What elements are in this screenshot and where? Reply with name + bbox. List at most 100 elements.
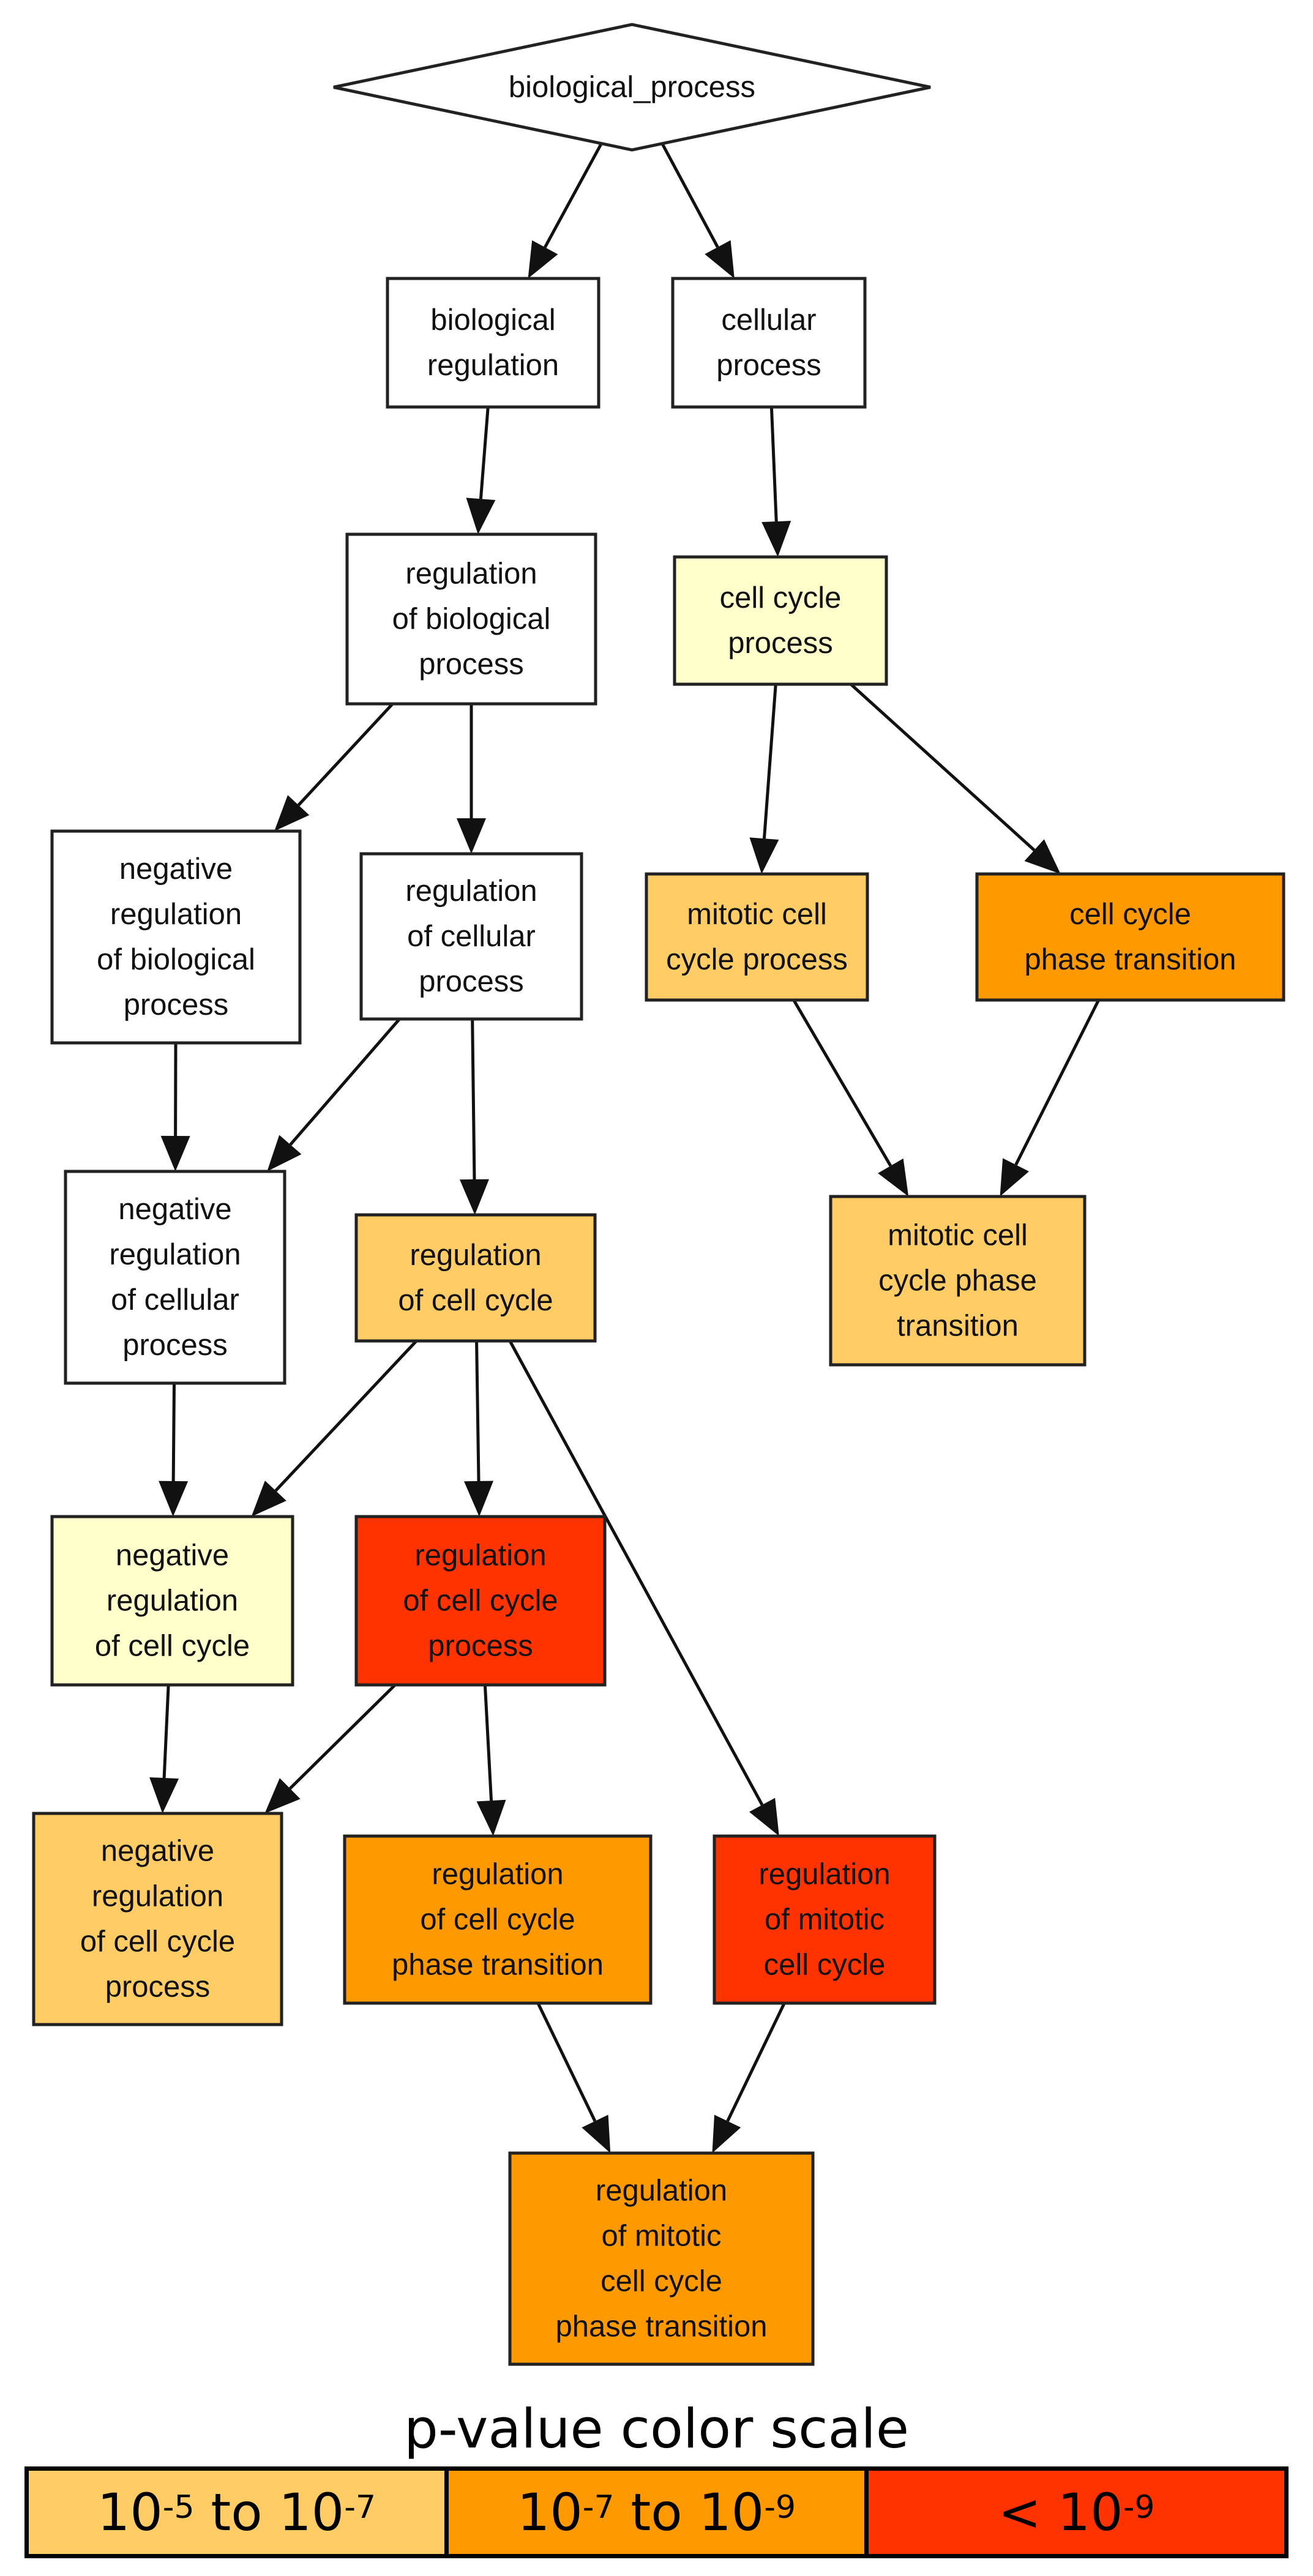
node-label-line: negative — [118, 1193, 231, 1226]
node-label-line: cycle process — [666, 943, 848, 976]
arrowhead — [251, 1480, 286, 1517]
arrowhead — [705, 240, 735, 278]
node-label-line: cell cycle — [720, 581, 842, 614]
legend-title: p-value color scale — [404, 2397, 909, 2460]
edge-line — [1014, 999, 1101, 1166]
arrowhead — [459, 1179, 489, 1215]
node-label-line: cycle phase — [878, 1264, 1037, 1297]
node-regbio: regulation of biological process — [345, 532, 597, 706]
edge-line — [850, 683, 1036, 851]
node-shape — [359, 852, 583, 1021]
arrowhead — [476, 1799, 506, 1836]
node-shape — [673, 555, 888, 686]
node-label-line: of cellular — [407, 920, 536, 953]
node-label-line: of cell cycle — [95, 1630, 250, 1663]
arrowhead — [159, 1480, 189, 1517]
node-label-line: regulation — [405, 875, 537, 908]
node-label-line: cellular — [721, 304, 816, 337]
arrowhead — [761, 521, 791, 557]
node-label-line: phase transition — [1025, 943, 1236, 976]
node-label-line: biological_process — [509, 71, 755, 104]
node-label-line: process — [105, 1971, 211, 2004]
edge-regcc-to-regccproc — [464, 1340, 494, 1517]
edge-root-to-bioreg — [528, 143, 603, 278]
node-label-line: regulation — [758, 1858, 890, 1891]
edges-layer — [149, 143, 1101, 2153]
node-shape — [345, 532, 597, 706]
node-bioreg: biological regulation — [386, 277, 600, 409]
edge-regcell-to-negregcell — [267, 1018, 401, 1171]
edge-line — [660, 143, 719, 248]
legend-base-low: 10 — [517, 2482, 583, 2542]
node-label-line: regulation — [107, 1585, 238, 1618]
legend-exp-high: -7 — [344, 2489, 376, 2526]
node-label-line: of cell cycle — [403, 1585, 558, 1618]
node-label-line: process — [124, 988, 229, 1021]
edge-line — [792, 999, 892, 1167]
edge-negregcc-to-negregccproc — [149, 1684, 179, 1813]
edge-ccpt-to-mitccpt — [1000, 999, 1101, 1197]
node-label-line: regulation — [427, 349, 559, 382]
node-label-line: biological — [430, 304, 555, 337]
legend-prefix: < — [998, 2482, 1058, 2542]
p-value-color-scale: 10-5 to 10-7 10-7 to 10-9 < 10-9 — [24, 2466, 1289, 2558]
node-label-line: of biological — [392, 603, 551, 636]
node-label-line: process — [419, 648, 524, 681]
node-negregbio: negative regulation of biological process — [50, 829, 302, 1045]
edge-line — [769, 406, 778, 522]
arrowhead — [528, 240, 558, 278]
arrowhead — [457, 818, 486, 854]
node-label-line: regulation — [92, 1880, 223, 1913]
arrowhead — [267, 1135, 302, 1171]
edge-negregcell-to-negregcc — [159, 1383, 189, 1517]
legend-item-scale-2: 10-7 to 10-9 — [444, 2471, 864, 2554]
node-label-line: mitotic cell — [888, 1219, 1028, 1252]
nodes-layer: biological_process biological regulation ce… — [32, 23, 1285, 2366]
edge-mitccproc-to-mitccpt — [792, 999, 909, 1197]
edge-regccproc-to-negregccproc — [264, 1684, 397, 1813]
edge-line — [762, 684, 777, 839]
node-shape — [354, 1515, 607, 1687]
node-label-line: negative — [119, 853, 233, 886]
node-shape — [975, 872, 1285, 1002]
edge-bioreg-to-regbio — [466, 406, 496, 534]
node-label-line: phase transition — [556, 2310, 768, 2343]
legend-item-scale-1: 10-5 to 10-7 — [29, 2471, 444, 2554]
node-shape — [50, 829, 302, 1045]
edge-line — [289, 1018, 401, 1146]
arrowhead — [1024, 839, 1061, 874]
node-label-line: regulation — [410, 1239, 541, 1272]
edge-ccproc-to-mitccproc — [749, 684, 779, 874]
node-label-line: regulation — [405, 558, 537, 591]
node-label-line: regulation — [110, 898, 242, 931]
legend-to: to — [194, 2482, 279, 2542]
node-shape — [343, 1834, 653, 2005]
node-label-line: regulation — [109, 1238, 241, 1271]
node-label-line: process — [428, 1630, 533, 1663]
arrowhead — [749, 837, 779, 874]
edge-line — [289, 1684, 397, 1790]
node-shape — [508, 2151, 815, 2366]
node-shape — [713, 1834, 937, 2005]
node-label-line: of biological — [97, 943, 255, 976]
edge-regbio-to-negregbio — [274, 703, 394, 831]
arrowhead — [582, 2115, 611, 2153]
node-label-line: negative — [116, 1539, 229, 1572]
node-shape — [386, 277, 600, 409]
edge-line — [162, 1684, 170, 1779]
node-root: biological_process — [333, 23, 931, 152]
legend-item-scale-3: < 10-9 — [864, 2471, 1284, 2554]
edge-line — [171, 1383, 176, 1482]
node-shape — [645, 872, 869, 1002]
edge-ccproc-to-ccpt — [850, 683, 1061, 874]
